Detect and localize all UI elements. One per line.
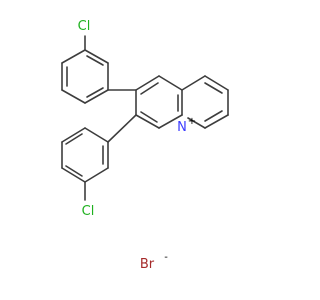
nitrogen-charge: + (188, 116, 196, 127)
bond (61, 89, 86, 104)
structure-svg: Cl Cl N + Br - (61, 19, 229, 272)
bond (187, 117, 206, 129)
bond (61, 49, 86, 64)
bond (84, 89, 109, 104)
chlorine-atom-bottom: Cl (82, 204, 95, 219)
bond (61, 167, 86, 183)
bond (204, 82, 223, 94)
bond (65, 133, 83, 145)
bond (86, 87, 104, 98)
bond (158, 114, 183, 129)
bond (181, 75, 206, 91)
bond (204, 75, 229, 91)
bromide-ion: Br (140, 257, 155, 272)
nitrogen-atom: N (177, 120, 187, 135)
bond (84, 127, 109, 143)
bond (65, 165, 83, 177)
bond (140, 82, 159, 95)
bond (107, 114, 137, 143)
bond (140, 111, 158, 123)
bond (86, 55, 104, 66)
molecule-canvas: Cl Cl N + Br - (61, 19, 229, 272)
bond (158, 75, 183, 91)
bond (84, 49, 109, 64)
bond (204, 114, 229, 129)
bond (135, 75, 160, 91)
bond (135, 114, 160, 129)
quinolizinium-right-ring (181, 75, 229, 129)
quinolizinium-left-ring (135, 75, 183, 129)
bromide-charge: - (164, 252, 168, 263)
top-chlorophenyl-ring (61, 35, 109, 104)
bond (204, 110, 223, 122)
chlorine-atom-top: Cl (78, 19, 91, 34)
bond (84, 167, 109, 183)
bond (61, 127, 86, 143)
bottom-chlorophenyl-ring (61, 127, 109, 201)
